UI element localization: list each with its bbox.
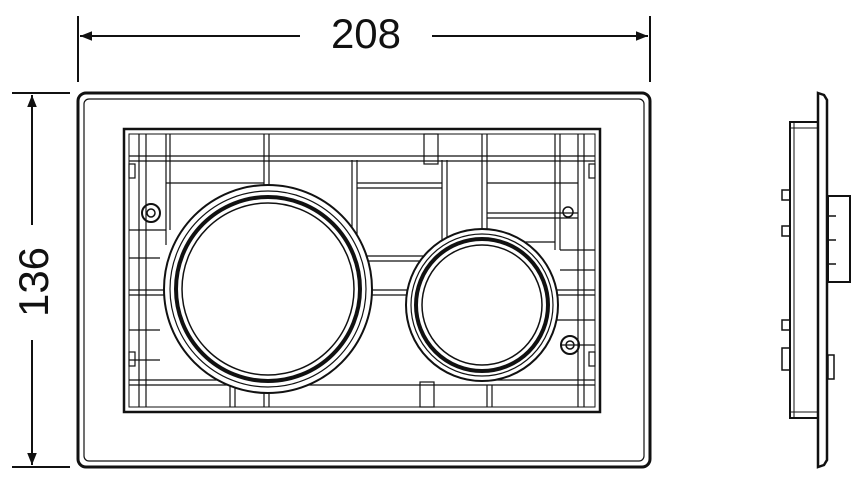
small-flush-button: [405, 228, 559, 382]
screw-hole-left: [141, 203, 161, 223]
plate-inner-bevel: [83, 98, 645, 462]
front-view: [76, 91, 652, 469]
frame-ribs: [128, 133, 596, 408]
side-button-block: [827, 195, 851, 283]
frame-window-outer: [122, 127, 602, 414]
side-lower-clip: [827, 354, 835, 380]
screw-hole-right-bottom: [560, 335, 580, 355]
side-mounting-frame: [789, 121, 819, 419]
width-dimension: 208: [77, 10, 651, 82]
screw-hole-right-top: [562, 206, 574, 218]
width-label: 208: [331, 10, 401, 57]
side-plate-profile: [816, 91, 829, 469]
large-flush-button: [163, 184, 373, 394]
height-dimension: 136: [10, 92, 70, 468]
plate-outer-edge: [76, 91, 652, 469]
side-view: [781, 91, 851, 469]
height-label: 136: [10, 247, 57, 317]
